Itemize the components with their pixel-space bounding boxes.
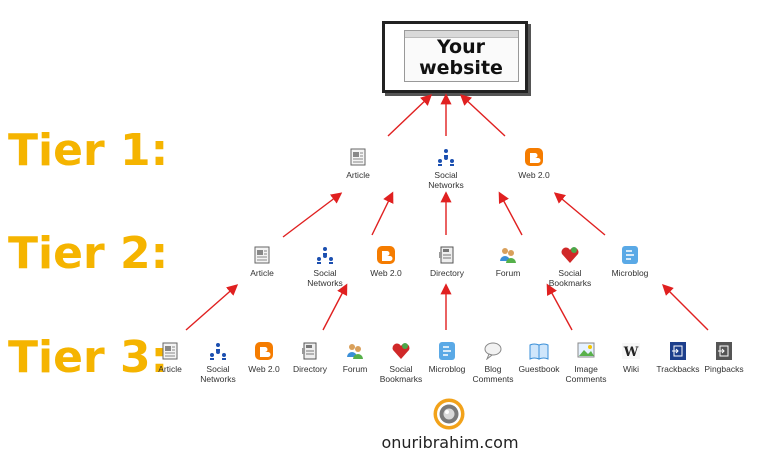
node-label: Forum	[342, 364, 368, 374]
article-icon	[227, 246, 297, 264]
footer-url: onuribrahim.com	[381, 433, 519, 452]
tier2-node-directory: Directory	[412, 246, 482, 278]
node-label: Microblog	[611, 268, 649, 278]
arrow-t3-directory-to-t2	[322, 283, 348, 331]
tier-1-label: Tier 1:	[8, 125, 169, 176]
arrow-t2-article-to-t1	[282, 192, 343, 238]
node-label: Directory	[429, 268, 464, 278]
tier3-node-trackbacks: Trackbacks	[643, 342, 713, 374]
tier3-node-guestbook: Guestbook	[504, 342, 574, 374]
node-label: Web 2.0	[518, 170, 550, 180]
tier3-node-pingbacks: Pingbacks	[689, 342, 759, 374]
tier2-node-microblog: Microblog	[595, 246, 665, 278]
node-label: Article	[250, 268, 274, 278]
social-networks-icon	[411, 148, 481, 166]
tier2-node-article: Article	[227, 246, 297, 278]
browser-window-icon	[404, 30, 519, 82]
arrow-t1-web20-to-website	[459, 94, 506, 137]
tier-2-label: Tier 2:	[8, 228, 169, 279]
arrow-t2-forum-to-t1	[498, 191, 523, 236]
svg-text:W: W	[623, 345, 639, 360]
node-label: Directory	[292, 364, 327, 374]
tier1-node-web20: Web 2.0	[499, 148, 569, 180]
tier2-node-web20: Web 2.0	[351, 246, 421, 278]
tier3-node-article: Article	[135, 342, 205, 374]
node-label: Web 2.0	[370, 268, 402, 278]
node-label: Wiki	[622, 364, 640, 374]
wiki-icon: W	[596, 342, 666, 360]
image-comments-icon	[551, 342, 621, 360]
web20-icon	[351, 246, 421, 264]
forum-icon	[320, 342, 390, 360]
web20-icon	[499, 148, 569, 166]
arrow-t2-microblog-to-t1	[553, 192, 606, 236]
onuribrahim-logo-icon	[433, 398, 465, 430]
arrow-t3-article-to-t2	[185, 284, 239, 331]
article-icon	[135, 342, 205, 360]
trackbacks-icon	[643, 342, 713, 360]
tier3-node-directory: Directory	[275, 342, 345, 374]
tier1-node-article: Article	[323, 148, 393, 180]
website-title: Your website	[405, 37, 517, 79]
microblog-icon	[595, 246, 665, 264]
social-bookmarks-icon	[366, 342, 436, 360]
social-networks-icon	[183, 342, 253, 360]
arrow-t3-pingbacks-to-t2	[662, 284, 709, 331]
node-label: Guestbook	[518, 364, 560, 374]
website-title-line2: website	[419, 57, 503, 79]
node-label: Microblog	[428, 364, 466, 374]
web20-icon	[229, 342, 299, 360]
node-label: Article	[346, 170, 370, 180]
forum-icon	[473, 246, 543, 264]
tier3-node-forum: Forum	[320, 342, 390, 374]
pingbacks-icon	[689, 342, 759, 360]
node-label: Pingbacks	[704, 364, 744, 374]
website-title-line1: Your	[437, 36, 485, 58]
tier3-node-microblog: Microblog	[412, 342, 482, 374]
tier3-node-wiki: W Wiki	[596, 342, 666, 374]
node-label: Trackbacks	[656, 364, 700, 374]
article-icon	[323, 148, 393, 166]
arrow-t3-image-comments-to-t2	[546, 283, 573, 331]
blog-comments-icon	[458, 342, 528, 360]
tier-3-label: Tier 3:	[8, 332, 169, 383]
directory-icon	[412, 246, 482, 264]
guestbook-icon	[504, 342, 574, 360]
social-bookmarks-icon	[535, 246, 605, 264]
social-networks-icon	[290, 246, 360, 264]
tier2-node-forum: Forum	[473, 246, 543, 278]
directory-icon	[275, 342, 345, 360]
tier3-node-web20: Web 2.0	[229, 342, 299, 374]
node-label: Web 2.0	[248, 364, 280, 374]
arrow-t1-article-to-website	[387, 94, 433, 137]
node-label: Article	[158, 364, 182, 374]
node-label: Forum	[495, 268, 521, 278]
microblog-icon	[412, 342, 482, 360]
arrow-t2-social-to-t1	[371, 191, 394, 236]
